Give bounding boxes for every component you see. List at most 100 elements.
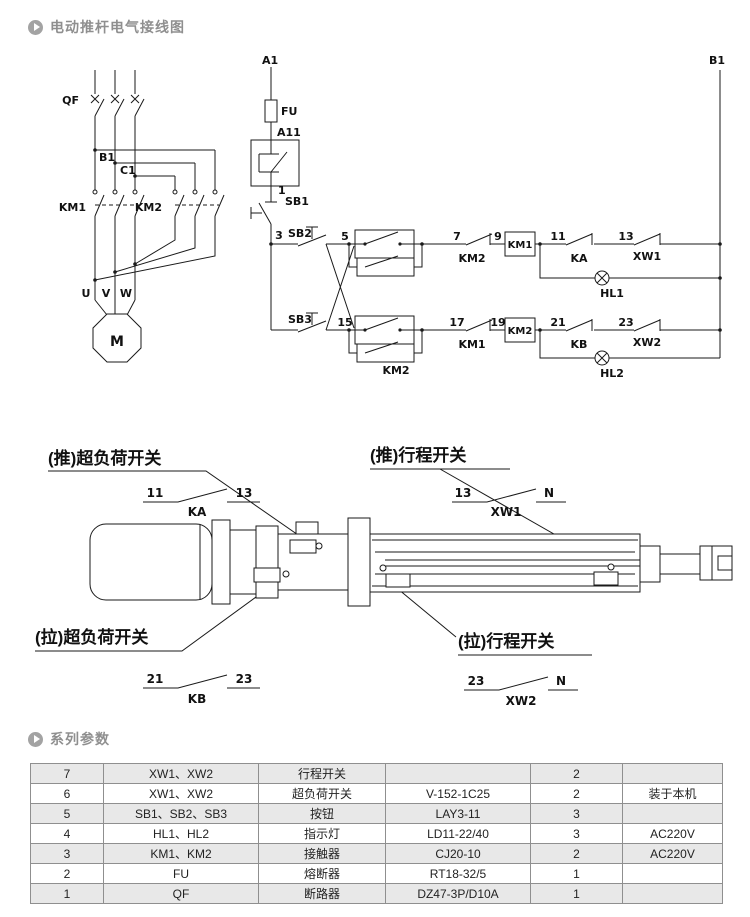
switch-box-row2-contact [355, 317, 414, 331]
push-overload-switch-part [289, 539, 317, 554]
contact-name: KB [188, 692, 206, 706]
pull-travel-switch-part [385, 573, 411, 588]
col-code: XW1、XW2 [103, 763, 259, 784]
label-node11: 11 [550, 230, 565, 243]
col-code: QF [103, 883, 259, 904]
label-node13: 13 [618, 230, 633, 243]
a11-component-box [250, 139, 300, 187]
col-model: V-152-1C25 [385, 783, 531, 804]
col-qty: 1 [530, 863, 623, 884]
end-step [639, 545, 661, 583]
contact-name: KA [188, 505, 207, 519]
col-model: RT18-32/5 [385, 863, 531, 884]
label-node5: 5 [341, 230, 349, 243]
aux-box-row2 [356, 343, 415, 363]
contact-lines [452, 488, 566, 503]
col-name: 超负荷开关 [258, 783, 386, 804]
row1-nc-contacts [465, 233, 661, 246]
col-code: HL1、HL2 [103, 823, 259, 844]
col-code: XW1、XW2 [103, 783, 259, 804]
junction-dot [538, 328, 542, 332]
junction-dot [113, 270, 117, 274]
junction-dot [363, 328, 367, 332]
label-sb3: SB3 [288, 313, 312, 326]
section2-header: 系列参数 [28, 729, 110, 749]
contact-lines [143, 488, 260, 503]
label-v: V [102, 287, 111, 300]
tube-inner-lines [372, 539, 640, 587]
label-node9: 9 [494, 230, 502, 243]
label-node15: 15 [337, 316, 352, 329]
push-travel-switch-part [593, 571, 619, 586]
terminal-number: N [556, 674, 566, 688]
col-model: CJ20-10 [385, 843, 531, 864]
label-node17: 17 [449, 316, 464, 329]
km2-coil-box [504, 317, 536, 343]
label-xw1: XW1 [633, 250, 661, 263]
terminal-circle [192, 189, 198, 195]
switch-roller [315, 542, 323, 550]
actuator-body [89, 517, 733, 607]
col-name: 断路器 [258, 883, 386, 904]
label-pull-travel: (拉)行程开关 [458, 631, 554, 651]
label-node19: 19 [490, 316, 505, 329]
table-row: 2 FU 熔断器 RT18-32/5 1 [30, 863, 723, 884]
label-kb: KB [571, 338, 588, 351]
label-hl2: HL2 [600, 367, 624, 380]
section1-title: 电动推杆电气接线图 [50, 19, 185, 35]
col-note: AC220V [622, 823, 723, 844]
col-no: 6 [30, 783, 104, 804]
terminal-circle [112, 189, 118, 195]
terminal-circle [212, 189, 218, 195]
fuse-symbol [264, 99, 278, 123]
control-circuit: A1 B1 FU A11 1 SB1 3 SB2 5 7 KM2 9 KM1 1… [250, 54, 725, 380]
junction-dot [538, 242, 542, 246]
col-qty: 2 [530, 763, 623, 784]
power-junction-dots [93, 148, 137, 282]
label-push-travel: (推)行程开关 [370, 445, 466, 465]
junction-dot [133, 262, 137, 266]
control-junction-dots [269, 242, 722, 332]
col-name: 按钮 [258, 803, 386, 824]
label-node7: 7 [453, 230, 461, 243]
label-km2-coil: KM2 [508, 326, 533, 337]
xw2-contact-symbol: 23 N XW2 [464, 674, 578, 708]
housing-boss [295, 521, 319, 535]
junction-dot [93, 148, 97, 152]
contact-lines [464, 676, 578, 691]
col-no: 7 [30, 763, 104, 784]
col-note [622, 863, 723, 884]
qf-breaker-symbols [90, 94, 145, 117]
label-xw2: XW2 [633, 336, 661, 349]
parts-table: 7 XW1、XW2 行程开关 2 6 XW1、XW2 超负荷开关 V-152-1… [30, 763, 723, 904]
terminal-number: 13 [236, 486, 253, 500]
junction-dot [269, 242, 273, 246]
col-code: KM1、KM2 [103, 843, 259, 864]
sb3-button-symbol [297, 312, 327, 333]
wiring-diagram: M QF B1 C1 KM1 KM2 U V W [59, 54, 725, 380]
label-a1: A1 [262, 54, 278, 67]
motor-symbol [92, 313, 142, 363]
col-no: 5 [30, 803, 104, 824]
label-qf: QF [62, 94, 79, 107]
power-wires [94, 70, 216, 316]
push-rod [659, 553, 701, 575]
col-note: AC220V [622, 843, 723, 864]
km1-coil-box [504, 231, 536, 257]
col-model: LD11-22/40 [385, 823, 531, 844]
col-name: 行程开关 [258, 763, 386, 784]
junction-dot [347, 242, 351, 246]
lamp-cross [596, 272, 608, 284]
col-code: SB1、SB2、SB3 [103, 803, 259, 824]
label-km1-coil: KM1 [508, 240, 533, 251]
col-name: 熔断器 [258, 863, 386, 884]
label-km2-aux: KM2 [382, 364, 409, 377]
terminal-circle [132, 189, 138, 195]
label-node3: 3 [275, 229, 283, 242]
junction-dot [133, 174, 137, 178]
terminal-circle [172, 189, 178, 195]
label-sb1: SB1 [285, 195, 309, 208]
col-qty: 3 [530, 803, 623, 824]
junction-dot [93, 278, 97, 282]
label-b1-left: B1 [99, 151, 115, 164]
